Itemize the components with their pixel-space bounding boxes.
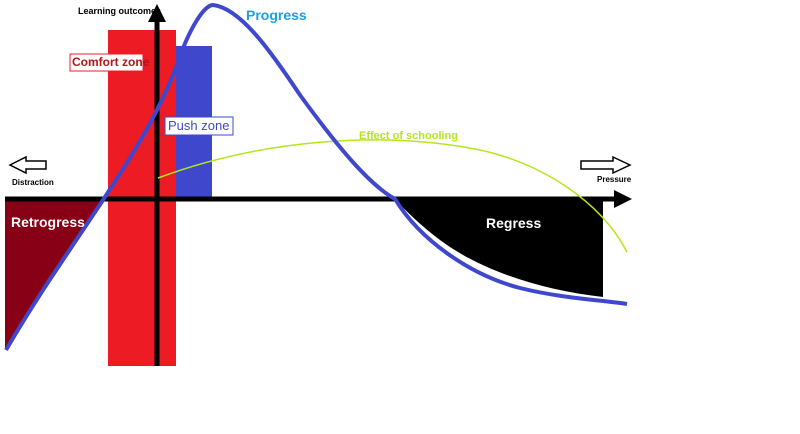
regress-region — [395, 199, 603, 297]
regress-label: Regress — [486, 215, 542, 231]
distraction-label: Distraction — [12, 178, 54, 187]
push-zone-label-box — [164, 116, 234, 136]
retrogress-label: Retrogress — [11, 214, 85, 230]
pressure-arrow-icon — [580, 155, 632, 175]
effect-of-schooling-label: Effect of schooling — [359, 130, 458, 142]
comfort-zone-label: Comfort zone — [72, 55, 150, 69]
x-axis-arrowhead — [614, 190, 632, 208]
distraction-arrow-icon — [8, 155, 47, 175]
schooling-curve — [157, 139, 628, 253]
pressure-label: Pressure — [597, 175, 632, 184]
comfort-zone-label-box — [69, 53, 144, 72]
push-zone-label: Push zone — [168, 118, 230, 133]
y-axis-label: Learning outcomes — [78, 6, 162, 16]
progress-curve — [4, 2, 628, 352]
y-axis-arrowhead — [148, 4, 166, 22]
progress-label: Progress — [246, 7, 307, 23]
